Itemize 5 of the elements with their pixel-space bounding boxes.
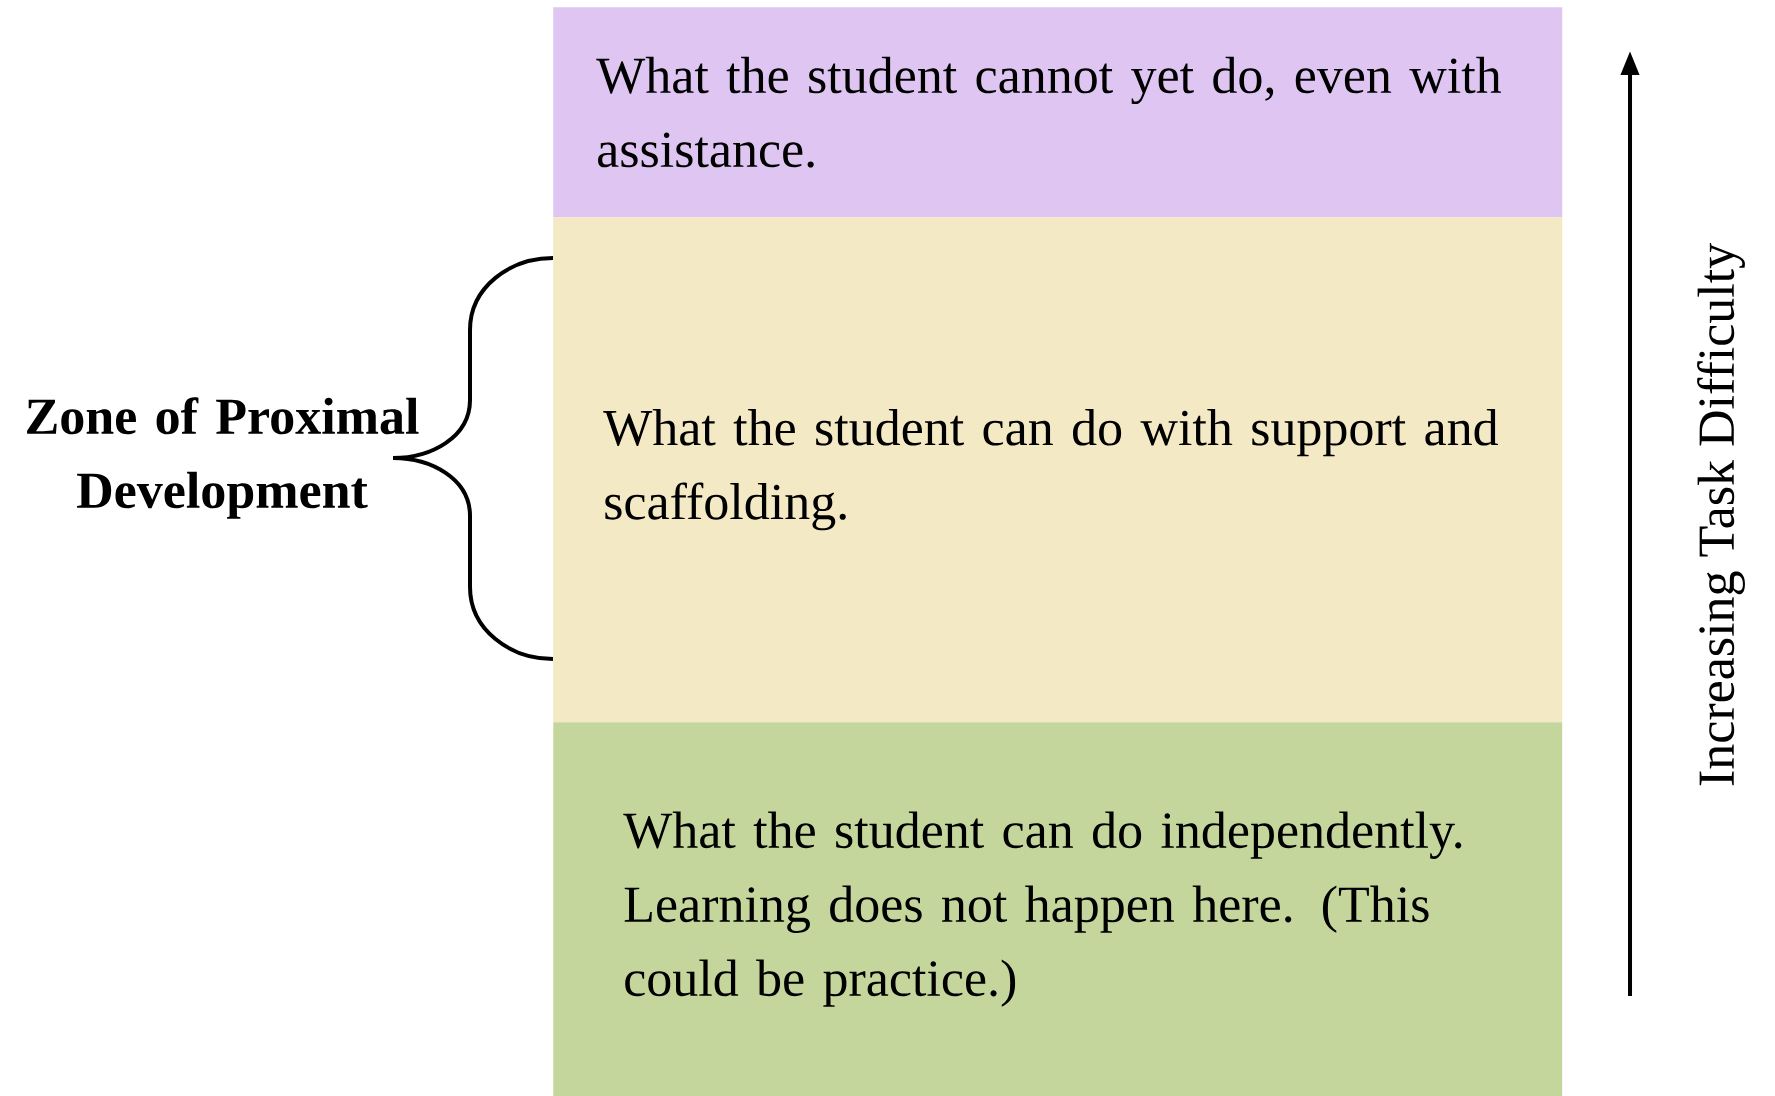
zone-label: Zone of Proximal Development — [27, 397, 419, 519]
axis-label: Increasing Task Difficulty — [1697, 243, 1745, 786]
band: What the student can do with support and scaffolding. — [553, 217, 1563, 723]
band: What the student can do independently. Learning does not happen here. (This could be practice.) — [553, 722, 1563, 1096]
band: What the student cannot yet do, even with assistance. — [553, 7, 1563, 218]
